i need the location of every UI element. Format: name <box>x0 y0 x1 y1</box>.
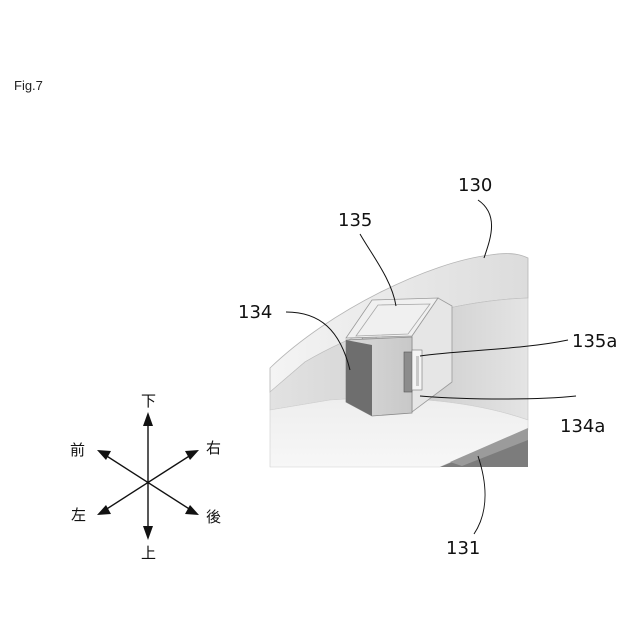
ref-130: 130 <box>458 175 492 196</box>
dir-back: 後 <box>206 508 221 526</box>
ref-135: 135 <box>338 210 372 231</box>
leader-131 <box>474 456 485 534</box>
dir-front: 前 <box>70 441 85 459</box>
slot-134a <box>404 352 412 392</box>
dir-left: 左 <box>71 506 86 524</box>
ref-135a: 135a <box>572 331 617 352</box>
orientation-compass: 下 上 前 右 左 後 <box>70 392 221 562</box>
ref-134: 134 <box>238 302 272 323</box>
ref-131: 131 <box>446 538 480 559</box>
ref-134a: 134a <box>560 416 605 437</box>
tray-render <box>270 254 528 467</box>
dir-down: 下 <box>141 392 156 410</box>
dir-right: 右 <box>206 439 221 457</box>
leader-130 <box>478 200 492 258</box>
dir-up: 上 <box>141 544 156 562</box>
